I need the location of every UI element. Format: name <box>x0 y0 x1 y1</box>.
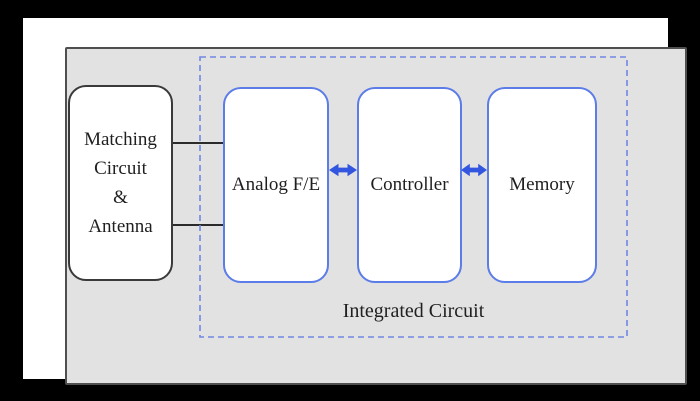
wire-top <box>173 142 223 144</box>
matching-circuit-antenna-block: Matching Circuit & Antenna <box>68 85 173 281</box>
controller-block: Controller <box>357 87 462 283</box>
matching-block-line: Matching <box>84 129 157 150</box>
integrated-circuit-boundary <box>199 56 628 338</box>
integrated-circuit-label: Integrated Circuit <box>342 300 485 322</box>
wire-bottom <box>173 224 223 226</box>
controller-label: Controller <box>370 174 449 195</box>
bidirectional-arrow-icon <box>461 163 487 177</box>
matching-block-line: & <box>113 187 128 208</box>
matching-block-line: Antenna <box>88 216 153 237</box>
memory-block: Memory <box>487 87 597 283</box>
analog-fe-block: Analog F/E <box>223 87 329 283</box>
analog-fe-label: Analog F/E <box>231 174 321 195</box>
matching-block-line: Circuit <box>94 158 147 179</box>
memory-label: Memory <box>509 174 575 195</box>
bidirectional-arrow-icon <box>329 163 357 177</box>
